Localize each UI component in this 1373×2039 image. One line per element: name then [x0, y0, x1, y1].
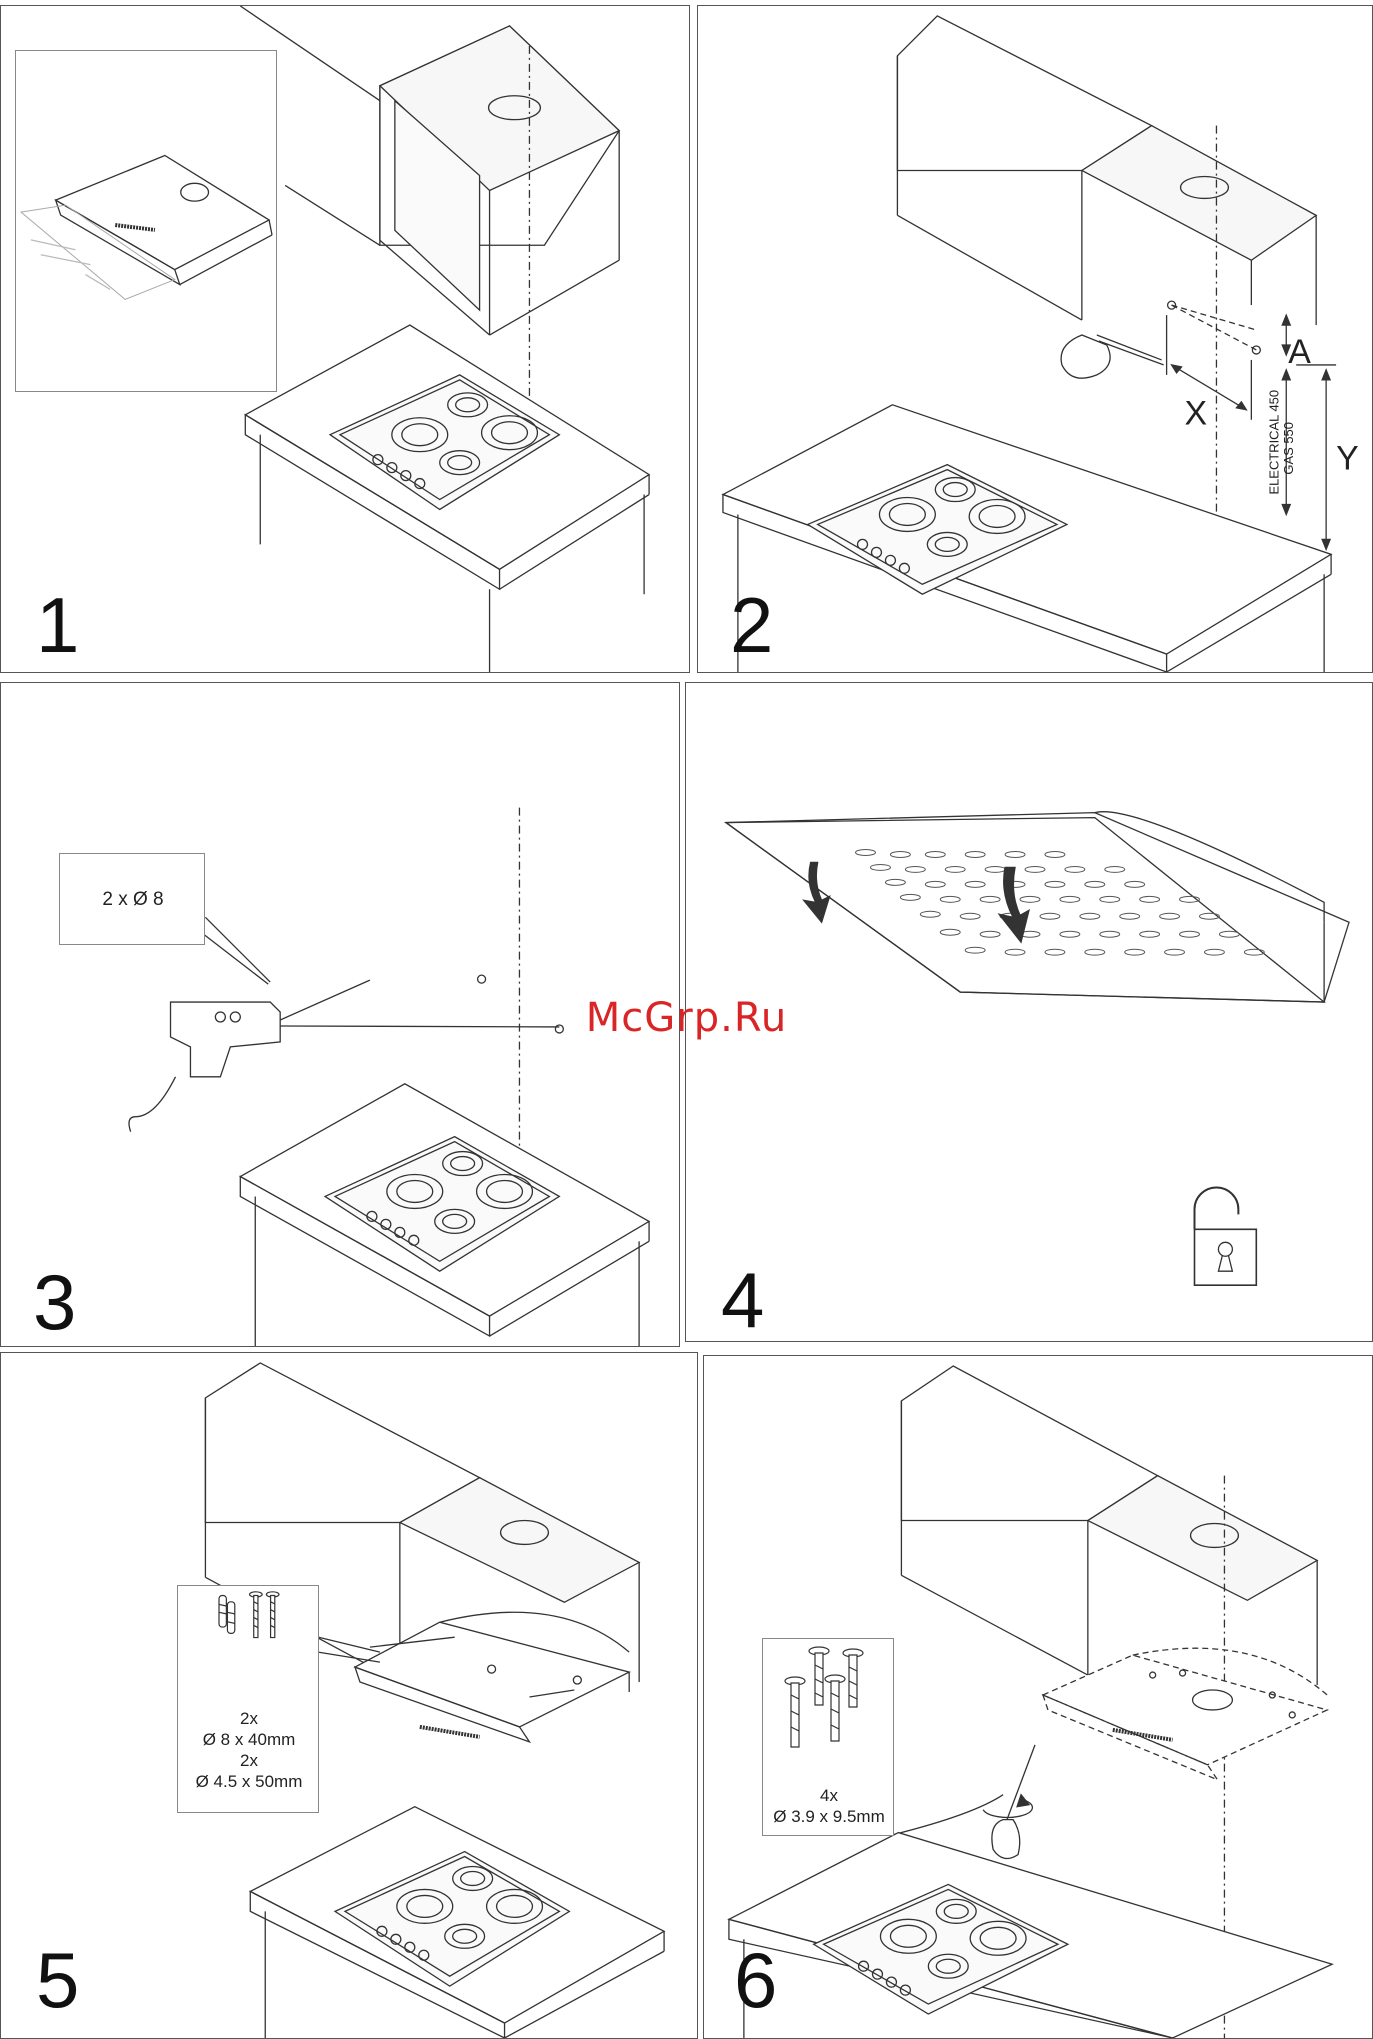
step-5-illustration	[1, 1353, 697, 2038]
fixings-qty-2: 2x	[178, 1750, 320, 1771]
fixings-qty-1: 2x	[178, 1708, 320, 1729]
step-6-panel: 4x Ø 3.9 x 9.5mm 6	[703, 1355, 1373, 2039]
dimension-x-label: X	[1185, 395, 1208, 433]
step-2-illustration: A X Y ELECTRICAL 450 GAS 550	[698, 6, 1372, 672]
step-5-number: 5	[36, 1941, 79, 2019]
step-6-screws-box: 4x Ø 3.9 x 9.5mm	[762, 1638, 894, 1836]
step-4-number: 4	[721, 1261, 764, 1339]
electrical-distance-label: ELECTRICAL 450	[1266, 390, 1281, 495]
screw-icon	[785, 1677, 805, 1747]
screws-qty: 4x	[763, 1785, 895, 1806]
step-2-panel: A X Y ELECTRICAL 450 GAS 550 2	[697, 5, 1373, 673]
step-6-number: 6	[734, 1941, 777, 2019]
hob-icon	[723, 405, 1331, 672]
screw-icon	[266, 1592, 279, 1638]
drill-spec-label: 2 x Ø 8	[60, 888, 206, 912]
pencil-hand-icon	[1061, 335, 1164, 378]
step-1-inset	[15, 50, 277, 392]
hood-icon	[1043, 1648, 1327, 1780]
watermark: McGrp.Ru	[0, 995, 1373, 1041]
hood-icon	[355, 1612, 629, 1742]
step-5-fixings-box: 2x Ø 8 x 40mm 2x Ø 4.5 x 50mm	[177, 1585, 319, 1813]
hood-icon	[16, 51, 276, 391]
screw-icon	[250, 1592, 263, 1638]
step-1-number: 1	[36, 586, 79, 664]
screw-icon	[809, 1647, 829, 1705]
screw-icon	[825, 1675, 845, 1741]
cabinet-icon	[380, 26, 619, 335]
padlock-open-icon	[1194, 1187, 1256, 1285]
step-3-number: 3	[33, 1263, 76, 1341]
hob-icon	[240, 1084, 649, 1346]
dimension-a-label: A	[1288, 333, 1311, 371]
step-1-panel: 1	[0, 5, 690, 673]
wall-plug-icon	[219, 1595, 235, 1633]
step-2-number: 2	[730, 586, 773, 664]
step-5-panel: 2x Ø 8 x 40mm 2x Ø 4.5 x 50mm 5	[0, 1352, 698, 2039]
drill-spec-callout: 2 x Ø 8	[59, 853, 205, 945]
hob-icon	[729, 1833, 1332, 2038]
hob-icon	[250, 1807, 664, 2038]
hob-icon	[245, 325, 649, 672]
gas-distance-label: GAS 550	[1281, 422, 1296, 475]
screws-size: Ø 3.9 x 9.5mm	[763, 1806, 895, 1827]
screw-icon	[843, 1649, 863, 1707]
fixings-size-1: Ø 8 x 40mm	[178, 1729, 320, 1750]
fixings-size-2: Ø 4.5 x 50mm	[178, 1771, 320, 1792]
dimension-y-label: Y	[1336, 440, 1359, 478]
